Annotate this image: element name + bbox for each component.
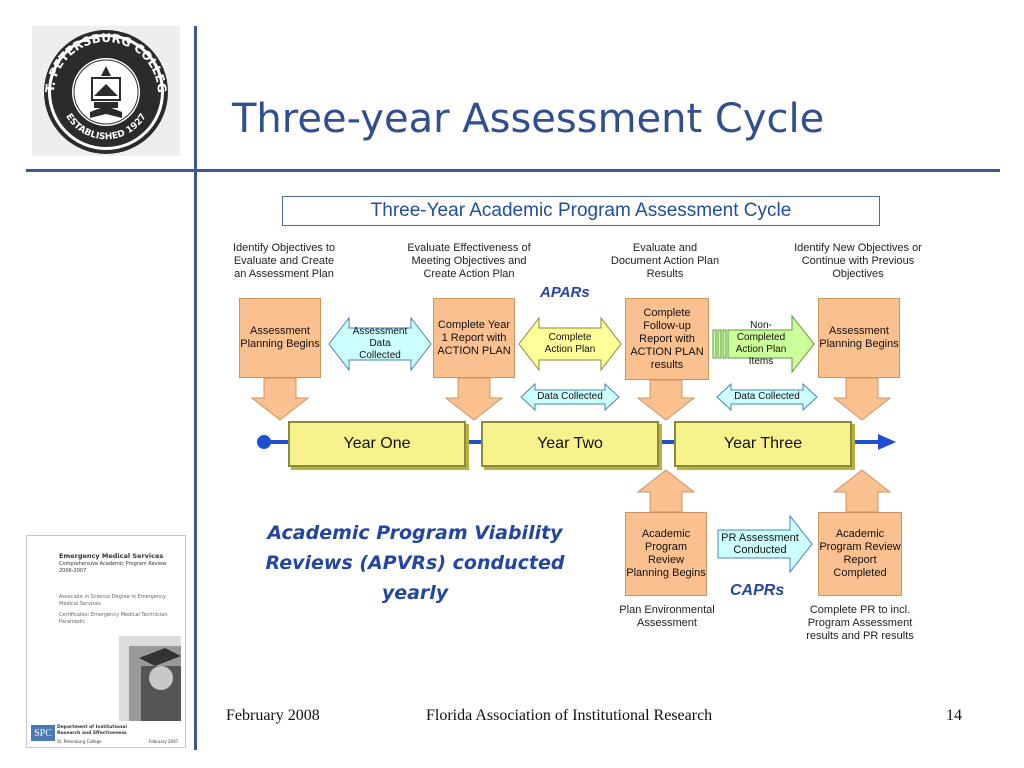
thumb-date: February 2007: [149, 739, 179, 744]
stripe-2: [717, 329, 722, 359]
complete-action-arrow: [518, 316, 622, 372]
note-identify-objectives: Identify Objectives to Evaluate and Crea…: [232, 242, 336, 280]
apars-label: APARs: [540, 284, 590, 301]
thumb-spc-badge: SPC: [31, 725, 55, 741]
horizontal-divider: [26, 169, 1000, 172]
data-collected-arrow-2: [716, 382, 818, 412]
stripe-3: [722, 329, 727, 359]
assessment-data-arrow: [328, 316, 432, 372]
up-arrow-2: [832, 469, 892, 513]
thumb-dept: Department of Institutional Research and…: [57, 725, 127, 736]
footer-page-number: 14: [946, 707, 962, 724]
year-two-bar: Year Two: [481, 421, 659, 467]
up-arrow-1: [636, 469, 696, 513]
down-arrow-1: [250, 377, 310, 421]
report-cover-thumbnail: Emergency Medical Services Comprehensive…: [26, 535, 186, 748]
timeline-arrowhead: [878, 434, 896, 450]
note-identify-new: Identify New Objectives or Continue with…: [794, 242, 922, 280]
thumb-line-1: Associate in Science Degree in Emergency…: [59, 594, 166, 607]
vertical-divider: [194, 26, 197, 750]
thumb-title: Emergency Medical Services: [59, 552, 164, 560]
down-arrow-3: [636, 379, 696, 421]
slide-title: Three-year Assessment Cycle: [232, 96, 825, 142]
label-data-collected-2: Data Collected: [734, 391, 800, 402]
label-assessment-data: Assessment Data Collected: [352, 326, 408, 361]
box-program-review-planning: Academic Program Review Planning Begins: [625, 512, 707, 596]
timeline-start-dot: [257, 435, 271, 449]
label-pr-assessment: PR Assessment Conducted: [721, 532, 799, 556]
footer-org: Florida Association of Institutional Res…: [426, 707, 713, 724]
note-complete-pr: Complete PR to incl. Program Assessment …: [806, 604, 914, 642]
down-arrow-2: [444, 377, 504, 421]
label-non-completed: Non-Completed Action Plan Items: [735, 320, 787, 367]
stripe-1: [712, 329, 717, 359]
apvr-text: Academic Program Viability Reviews (APVR…: [265, 522, 565, 604]
box-complete-year1-report: Complete Year 1 Report with ACTION PLAN: [433, 298, 515, 378]
thumb-graduate-photo: [119, 636, 181, 721]
label-complete-action: Complete Action Plan: [544, 332, 596, 355]
down-arrow-4: [832, 377, 892, 421]
note-plan-environmental: Plan Environmental Assessment: [619, 604, 715, 629]
note-evaluate-document: Evaluate and Document Action Plan Result…: [610, 242, 720, 280]
box-program-review-report: Academic Program Review Report Completed: [818, 512, 902, 596]
thumb-subtitle: Comprehensive Academic Program Review 20…: [59, 561, 167, 574]
label-data-collected-1: Data Collected: [537, 391, 603, 402]
data-collected-arrow-1: [520, 382, 620, 412]
diagram-title: Three-Year Academic Program Assessment C…: [282, 196, 880, 226]
box-assessment-planning-1: Assessment Planning Begins: [239, 298, 321, 378]
note-evaluate-effectiveness: Evaluate Effectiveness of Meeting Object…: [407, 242, 531, 280]
year-one-bar: Year One: [288, 421, 466, 467]
box-assessment-planning-2: Assessment Planning Begins: [818, 298, 900, 378]
pr-assessment-arrow: [717, 514, 813, 574]
caprs-label: CAPRs: [730, 582, 785, 599]
thumb-line-2: Certificates: Emergency Medical Technici…: [59, 612, 168, 625]
footer-date: February 2008: [226, 707, 320, 724]
non-completed-arrow: [727, 314, 815, 374]
thumb-college: St. Petersburg College: [57, 739, 102, 744]
box-follow-up-report: Complete Follow-up Report with ACTION PL…: [625, 298, 709, 380]
year-three-bar: Year Three: [674, 421, 852, 467]
